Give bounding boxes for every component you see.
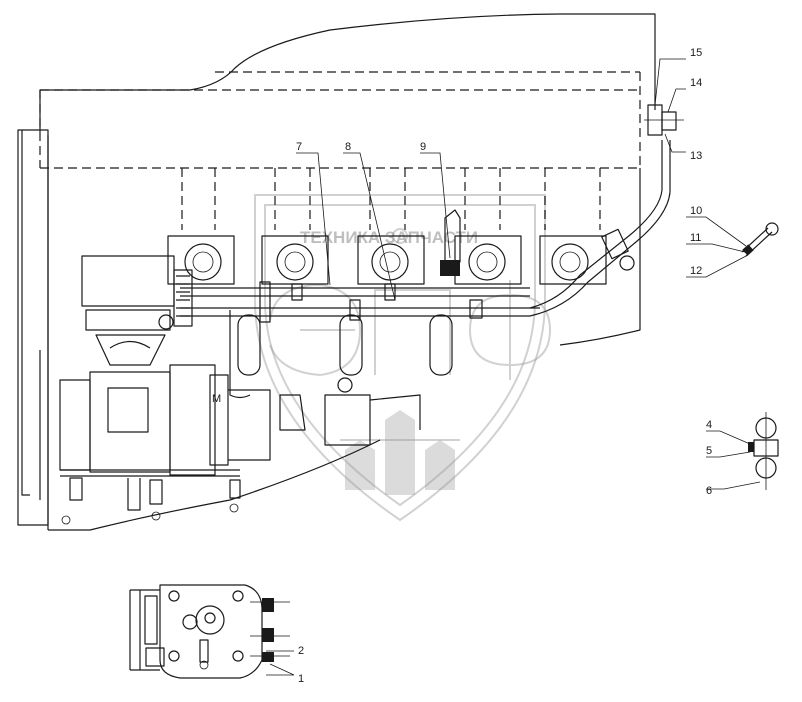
fuel-rail [180, 140, 671, 323]
callout-labels: 15 14 13 7 8 9 10 11 12 4 5 6 2 1 [296, 47, 712, 685]
fuel-pump: M [59, 255, 271, 525]
watermark-text: ТЕХНИКА ЗАПЧАСТИ [300, 228, 478, 247]
detail-view-injector [741, 222, 779, 257]
callout-10: 10 [690, 205, 702, 217]
callout-13: 13 [690, 150, 702, 162]
callout-4: 4 [706, 419, 712, 431]
callout-11: 11 [690, 232, 701, 244]
callout-6: 6 [706, 485, 712, 497]
callout-9: 9 [420, 141, 426, 153]
callout-1: 1 [298, 673, 304, 685]
callout-12: 12 [690, 265, 702, 277]
callout-5: 5 [706, 445, 712, 457]
callout-7: 7 [296, 141, 302, 153]
detail-view-pump-flange [129, 584, 290, 679]
callout-14: 14 [690, 77, 702, 89]
engine-block [17, 13, 656, 531]
crankcase-details [229, 310, 453, 446]
clamp-assembly-13-15 [644, 104, 684, 136]
callout-8: 8 [345, 141, 351, 153]
pump-stamp-label: M [212, 393, 221, 405]
callout-2: 2 [298, 645, 304, 657]
callout-15: 15 [690, 47, 702, 59]
detail-view-clamp [748, 412, 779, 490]
watermark-logo: ТЕХНИКА ЗАПЧАСТИ [254, 194, 552, 522]
leader-lines [266, 58, 761, 676]
